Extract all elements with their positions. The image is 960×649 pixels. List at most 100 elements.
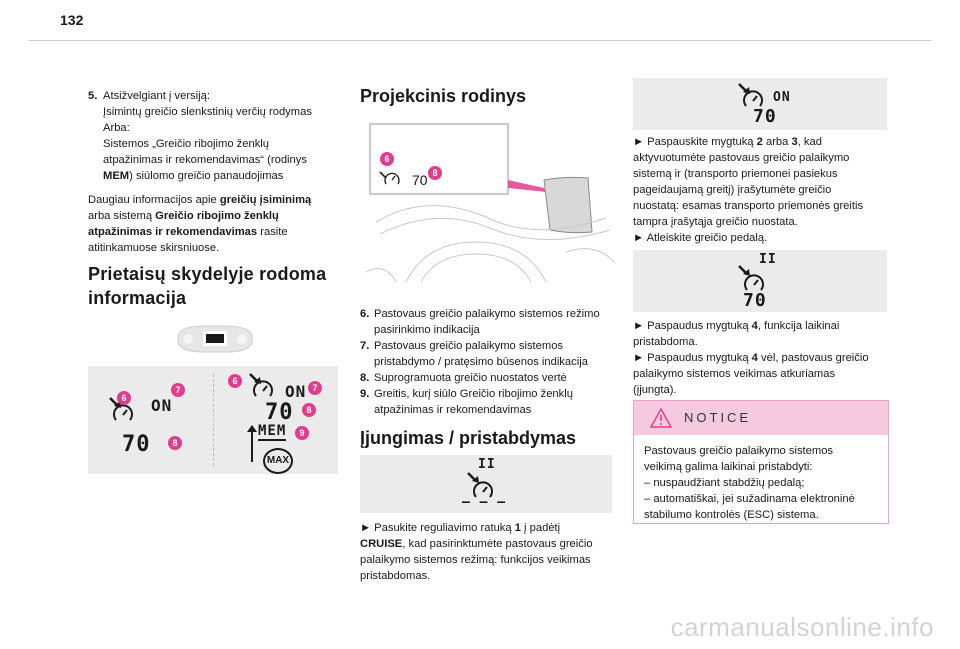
callout-badge: 6 (380, 152, 394, 166)
list-line: Pastovaus greičio palaikymo sistemos rež… (374, 308, 600, 320)
item-number: 5. (88, 90, 98, 102)
text: ► Atleiskite greičio pedalą. (633, 232, 768, 244)
list-line: pristabdymo / pratęsimo būsenos indikaci… (374, 356, 588, 368)
item5-line: Arba: (103, 122, 130, 134)
text: rasite (257, 226, 288, 238)
text: ► Paspauskite mygtuką (633, 136, 757, 148)
pause-indicator: II (478, 457, 496, 472)
max-speed-sign: MAX (263, 448, 293, 474)
callout-badge: 7 (171, 383, 185, 397)
left-speed-setting: 70 (122, 432, 151, 457)
text: , kad pasirinktumėte pastovaus greičio (402, 538, 593, 550)
activation-steps: ► Paspauskite mygtuką 2 arba 3, kad akty… (633, 134, 895, 246)
text: , kad (797, 136, 822, 148)
instrument-cluster-illustration (177, 325, 253, 353)
section-heading-activation: Įjungimas / pristabdymas (360, 428, 577, 448)
watermark: carmanualsonline.info (670, 612, 934, 642)
section-heading-instrument-panel: Prietaisų skydelyje rodoma informacija (88, 262, 348, 310)
text: arba sistemą (88, 210, 156, 222)
pause-display-illustration: II – – – (360, 455, 612, 513)
bold-text: 4 (751, 320, 758, 332)
bold-text: CRUISE (360, 538, 403, 550)
notice-line: – automatiškai, jei sužadinama elektroni… (644, 493, 855, 505)
list-item: 9. Greitis, kurį siūlo Greičio ribojimo … (360, 386, 620, 418)
hud-speed: 70 (412, 172, 428, 188)
callout-badge: 8 (428, 166, 442, 180)
activation-instruction: ► Pasukite reguliavimo ratuką 1 į padėtį… (360, 520, 622, 584)
col1-more-info-paragraph: Daugiau informacijos apie greičių įsimin… (88, 192, 338, 256)
mem-indicator: MEM (258, 423, 287, 441)
list-item: 6. Pastovaus greičio palaikymo sistemos … (360, 306, 620, 338)
text: pristabdoma. (633, 336, 698, 348)
cruise-control-speedometer-icon (738, 265, 764, 291)
item5-line: Atsižvelgiant į versiją: (103, 90, 210, 102)
mem-bold: MEM (103, 170, 130, 182)
list-line: Pastovaus greičio palaikymo sistemos (374, 340, 564, 352)
text: palaikymo sistemos režimą: funkcijos vei… (360, 554, 591, 566)
warning-icon (650, 408, 672, 428)
item5-line: Įsimintų greičio slenkstinių verčių rody… (103, 106, 312, 118)
callout-badge: 9 (295, 426, 309, 440)
list-item: 7. Pastovaus greičio palaikymo sistemos … (360, 338, 620, 370)
bold-text: 1 (514, 522, 521, 534)
text: ► Paspaudus mygtuką (633, 352, 752, 364)
callout-badge: 8 (168, 436, 182, 450)
callout-badge: 6 (117, 391, 131, 405)
cluster-display-panel: ON 70 6 7 8 ON 70 MEM MAX 6 7 8 9 (88, 366, 338, 474)
activated-display-illustration: ON 70 (633, 78, 887, 130)
item5-line: MEM) siūlomo greičio panaudojimas (103, 168, 338, 184)
list-item: 8. Suprogramuota greičio nuostatos vertė (360, 370, 620, 386)
bold-text: Greičio ribojimo ženklų (155, 210, 279, 222)
right-speed-setting: 70 (265, 400, 294, 425)
cruise-control-speedometer-icon (249, 373, 273, 397)
paused-display-illustration: II 70 (633, 250, 887, 312)
head-up-display-illustration (366, 122, 615, 283)
speed-setting: 70 (743, 290, 767, 311)
text: palaikymo sistemos veikimas atkuriamas (633, 368, 836, 380)
text: ► Pasukite reguliavimo ratuką (360, 522, 515, 534)
text: nuostatą: esamas transporto priemonės gr… (633, 200, 864, 212)
text: aktyvuotumėte pastovaus greičio palaikym… (633, 152, 850, 164)
col1-item-5: 5. Atsižvelgiant į versiją: Įsimintų gre… (88, 88, 338, 184)
speed-setting: 70 (753, 106, 777, 127)
cruise-control-speedometer-icon (467, 472, 493, 498)
notice-line: – nuspaudžiant stabdžių pedalą; (644, 477, 805, 489)
list-line: atpažinimas ir rekomendavimas (374, 404, 532, 416)
notice-line: stabilumo kontrolės (ESC) sistema. (644, 509, 819, 521)
list-number: 6. (360, 308, 370, 320)
notice-header: NOTICE (634, 401, 888, 435)
callout-badge: 7 (308, 381, 322, 395)
text: sistemą ir (transporto priemonei pasieku… (633, 168, 838, 180)
panel-divider (213, 374, 214, 466)
on-indicator: ON (773, 90, 791, 105)
text: pristabdomas. (360, 570, 431, 582)
callout-badge: 6 (228, 374, 242, 388)
pause-indicator: II (759, 252, 777, 267)
bold-text: 3 (791, 136, 798, 148)
text: Daugiau informacijos apie (88, 194, 220, 206)
bold-text: 4 (751, 352, 758, 364)
list-line: Suprogramuota greičio nuostatos vertė (374, 372, 567, 384)
header-rule (28, 40, 932, 41)
heading-line: informacija (88, 288, 187, 308)
list-number: 9. (360, 388, 370, 400)
list-line: pasirinkimo indikacija (374, 324, 480, 336)
page-number: 132 (60, 12, 84, 28)
text: pageidaujamą greitį) įrašytumėte greičio (633, 184, 832, 196)
callout-legend-list: 6. Pastovaus greičio palaikymo sistemos … (360, 306, 620, 418)
notice-line: veikimą galima laikinai pristabdyti: (644, 461, 813, 473)
text: atitinkamuose skirsniuose. (88, 242, 220, 254)
left-on-indicator: ON (151, 396, 173, 415)
list-number: 8. (360, 372, 370, 384)
bold-text: 2 (756, 136, 763, 148)
bold-text: greičių įsiminimą (219, 194, 312, 206)
bold-text: atpažinimas ir rekomendavimas (88, 226, 258, 238)
list-line: Greitis, kurį siūlo Greičio ribojimo žen… (374, 388, 573, 400)
notice-title: NOTICE (684, 410, 752, 425)
arrow-up-icon (247, 425, 257, 462)
text: tampra įrašytąja greičio nuostata. (633, 216, 798, 228)
heading-line: Prietaisų skydelyje rodoma (88, 264, 327, 284)
text: (įjungta). (633, 384, 677, 396)
list-number: 7. (360, 340, 370, 352)
pause-steps: ► Paspaudus mygtuką 4, funkcija laikinai… (633, 318, 895, 398)
